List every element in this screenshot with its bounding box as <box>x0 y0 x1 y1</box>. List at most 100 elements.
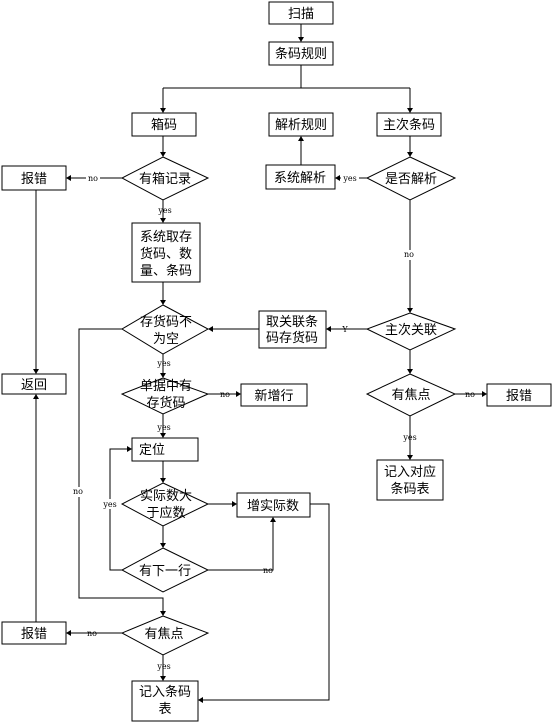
record-barcode-line1: 记入条码 <box>139 684 191 700</box>
arrowhead <box>407 455 413 460</box>
inventory-not-empty-line1: 存货码不 <box>140 314 192 330</box>
has-box-record-diamond <box>120 156 210 201</box>
label-box-no: no <box>88 174 98 183</box>
label-box-yes: yes <box>157 206 171 215</box>
actual-gt-expected-line1: 实际数大 <box>140 489 192 504</box>
doc-has-inventory-diamond <box>120 377 210 415</box>
arrowhead <box>482 391 487 397</box>
label-doc-yes: yes <box>156 423 170 432</box>
box-code-box <box>131 112 197 137</box>
arrowhead <box>298 37 304 42</box>
has-focus-right-diamond <box>365 373 457 417</box>
label-bg <box>341 173 359 183</box>
record-mapping-line1: 记入对应 <box>384 464 436 480</box>
increase-actual-box <box>236 492 311 518</box>
return-box <box>1 373 67 395</box>
arrowhead <box>160 543 166 548</box>
has-next-row-diamond <box>120 547 210 593</box>
fetch-related-line2: 码存货码 <box>266 330 318 346</box>
inventory-not-empty-diamond <box>121 304 210 355</box>
report-error-bottom-label: 报错 <box>21 627 47 642</box>
primary-secondary-link-diamond <box>365 312 457 351</box>
locate-box <box>131 437 199 462</box>
arrowhead <box>208 326 213 332</box>
arrowhead <box>407 308 413 313</box>
arrowhead <box>407 108 413 113</box>
arrowhead <box>236 391 241 397</box>
label-next-no: no <box>263 566 273 575</box>
whether-parse-label: 是否解析 <box>385 172 437 187</box>
report-error-right-box <box>486 383 552 407</box>
arrowhead <box>66 630 71 636</box>
parse-rules-label: 解析规则 <box>275 118 327 133</box>
system-parse-label: 系统解析 <box>274 171 326 186</box>
report-error-top-label: 报错 <box>21 172 47 187</box>
label-doc-no: no <box>220 390 230 399</box>
arrowhead <box>407 152 413 157</box>
arrowhead <box>407 369 413 374</box>
record-barcode-line2: 表 <box>158 702 171 717</box>
edge-increase-to-record <box>202 503 330 701</box>
actual-gt-expected-line2: 于应数 <box>146 505 185 521</box>
arrowhead <box>198 697 203 703</box>
arrowhead <box>127 446 132 452</box>
box-code-label: 箱码 <box>151 117 177 133</box>
scan-label: 扫描 <box>288 7 314 22</box>
label-focus-bottom-yes: yes <box>156 662 170 671</box>
locate-label: 定位 <box>139 443 165 458</box>
system-fetch-line2: 货码、数 <box>140 246 192 262</box>
primary-secondary-code-box <box>376 112 442 137</box>
inventory-not-empty-line2: 为空 <box>153 332 179 347</box>
label-actual-yes: yes <box>102 500 116 509</box>
barcode-rules-box <box>268 41 334 66</box>
label-focus-right-yes: yes <box>402 433 416 442</box>
arrowhead <box>160 433 166 438</box>
arrowhead <box>160 611 166 616</box>
arrowhead <box>160 478 166 483</box>
arrowhead <box>298 136 304 141</box>
arrowhead <box>160 676 166 681</box>
actual-gt-expected-diamond <box>120 482 210 527</box>
has-focus-bottom-diamond <box>120 615 210 656</box>
label-bg <box>101 499 119 509</box>
edge-next-no <box>208 521 274 571</box>
edge-labels: no yes yes no Y yes no yes yes no no no … <box>73 174 475 671</box>
increase-actual-label: 增实际数 <box>247 499 299 514</box>
doc-has-inventory-line1: 单据中有 <box>140 379 192 394</box>
parse-rules-box <box>268 112 334 137</box>
label-link-y: Y <box>341 325 348 334</box>
edges <box>33 24 487 703</box>
has-focus-bottom-label: 有焦点 <box>144 627 183 642</box>
label-parse-no: no <box>404 250 414 259</box>
arrowhead <box>232 501 237 507</box>
arrowhead <box>160 108 166 113</box>
arrowhead <box>326 326 331 332</box>
arrowhead <box>160 152 166 157</box>
label-parse-yes: yes <box>342 174 356 183</box>
system-parse-box <box>265 164 336 190</box>
record-mapping-line2: 条码表 <box>390 481 429 497</box>
arrowhead <box>335 175 340 181</box>
arrowhead <box>33 369 39 374</box>
label-bg <box>86 173 100 183</box>
system-fetch-line1: 系统取存 <box>140 230 192 245</box>
label-bg <box>71 487 85 497</box>
has-focus-right-label: 有焦点 <box>391 388 430 403</box>
arrowhead <box>66 175 71 181</box>
arrowhead <box>160 373 166 378</box>
edge-next-yes-loop <box>109 448 128 571</box>
system-fetch-line3: 量、条码 <box>140 263 192 279</box>
whether-parse-diamond <box>365 156 457 201</box>
add-new-row-box <box>240 383 308 407</box>
primary-secondary-link-label: 主次关联 <box>385 322 437 338</box>
record-mapping-box <box>376 459 444 501</box>
has-next-row-label: 有下一行 <box>139 564 191 579</box>
fetch-related-box <box>258 310 327 349</box>
doc-has-inventory-line2: 存货码 <box>146 395 185 411</box>
add-new-row-label: 新增行 <box>254 388 293 404</box>
record-barcode-box <box>131 680 199 722</box>
arrowhead <box>160 218 166 223</box>
